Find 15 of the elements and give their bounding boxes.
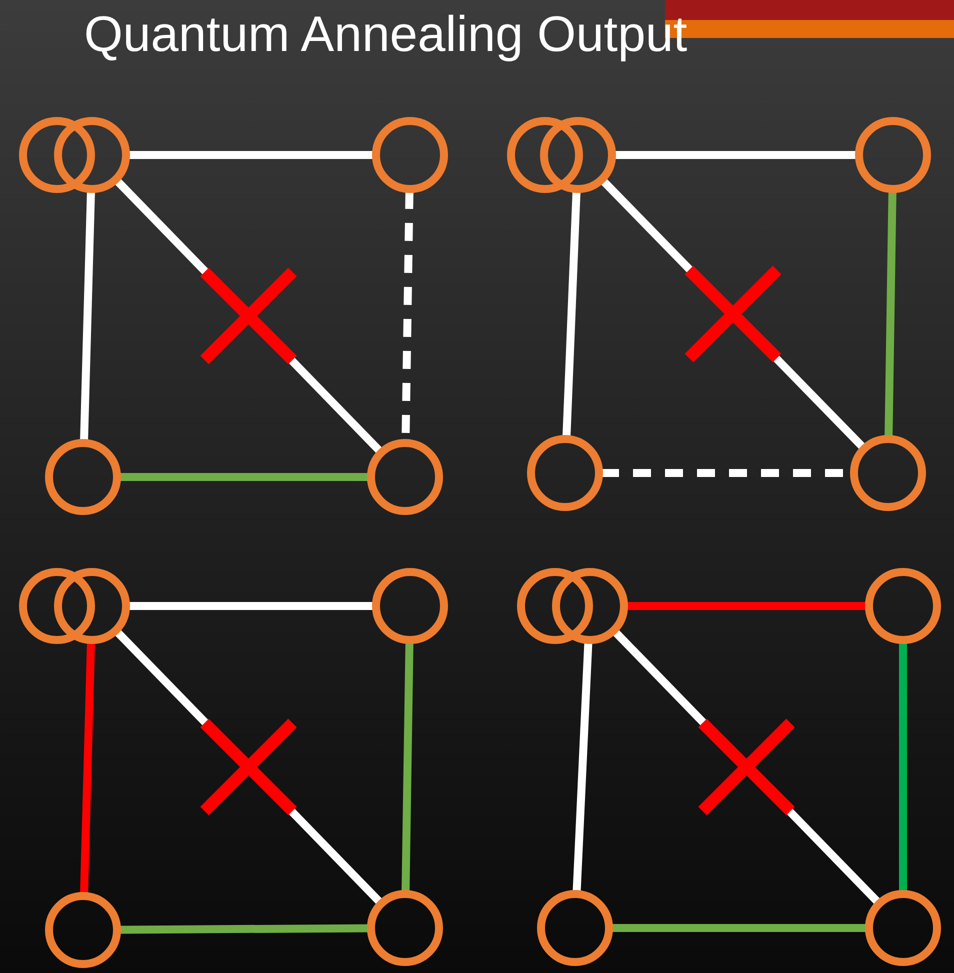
connector-line — [128, 602, 374, 610]
connector-line — [611, 924, 867, 932]
connector-line — [80, 190, 95, 442]
title: Quantum Annealing Output — [84, 5, 688, 64]
connector-line — [128, 151, 374, 159]
connector-line — [884, 190, 896, 438]
connector-line — [80, 642, 95, 894]
connector-line — [118, 924, 370, 934]
connector-line — [572, 642, 592, 892]
connector-line — [562, 190, 581, 438]
connector-line — [402, 642, 414, 892]
connector-line — [119, 473, 369, 481]
connector-line — [626, 602, 867, 610]
connector-line — [899, 642, 907, 892]
connector-line — [614, 151, 857, 159]
